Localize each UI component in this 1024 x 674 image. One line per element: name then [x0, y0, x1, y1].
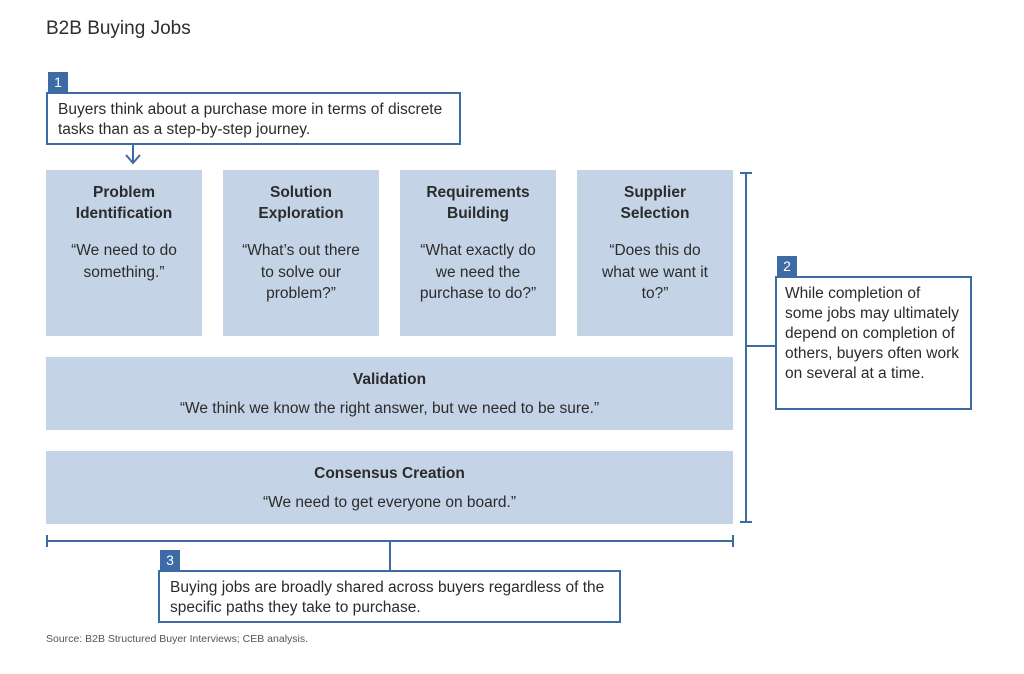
job-title: Problem Identification: [75, 184, 173, 222]
job-supplier-selection: Supplier Selection “Does this do what we…: [577, 170, 733, 336]
job-title: Validation: [352, 371, 427, 388]
job-quote: “What exactly do we need the purchase to…: [419, 242, 537, 302]
job-quote: “We need to do something.”: [71, 242, 177, 281]
callout-3-text: Buying jobs are broadly shared across bu…: [170, 579, 605, 616]
job-quote: “What’s out there to solve our problem?”: [242, 242, 360, 302]
callout-1-box: Buyers think about a purchase more in te…: [46, 92, 461, 145]
job-requirements-building: Requirements Building “What exactly do w…: [400, 170, 556, 336]
callout-1-number: 1: [48, 72, 68, 92]
callout-2-box: While completion of some jobs may ultima…: [775, 276, 972, 410]
job-title: Solution Exploration: [258, 184, 344, 222]
job-title: Consensus Creation: [314, 465, 465, 482]
callout-1-text: Buyers think about a purchase more in te…: [58, 101, 443, 138]
arrow-head: [125, 154, 141, 165]
job-problem-identification: Problem Identification “We need to do so…: [46, 170, 202, 336]
source-note: Source: B2B Structured Buyer Interviews;…: [46, 633, 309, 645]
job-quote: “Does this do what we want it to?”: [602, 242, 708, 302]
callout-3-number: 3: [160, 550, 180, 570]
callout-3-box: Buying jobs are broadly shared across bu…: [158, 570, 621, 623]
job-title: Supplier Selection: [620, 184, 690, 222]
job-validation: Validation “We think we know the right a…: [46, 357, 733, 430]
job-title: Requirements Building: [426, 184, 530, 222]
job-consensus-creation: Consensus Creation “We need to get every…: [46, 451, 733, 524]
job-solution-exploration: Solution Exploration “What’s out there t…: [223, 170, 379, 336]
callout-2-text: While completion of some jobs may ultima…: [785, 285, 960, 382]
diagram-title: B2B Buying Jobs: [46, 18, 191, 39]
job-quote: “We need to get everyone on board.”: [262, 494, 517, 511]
callout-2-number: 2: [777, 256, 797, 276]
job-quote: “We think we know the right answer, but …: [179, 400, 600, 417]
